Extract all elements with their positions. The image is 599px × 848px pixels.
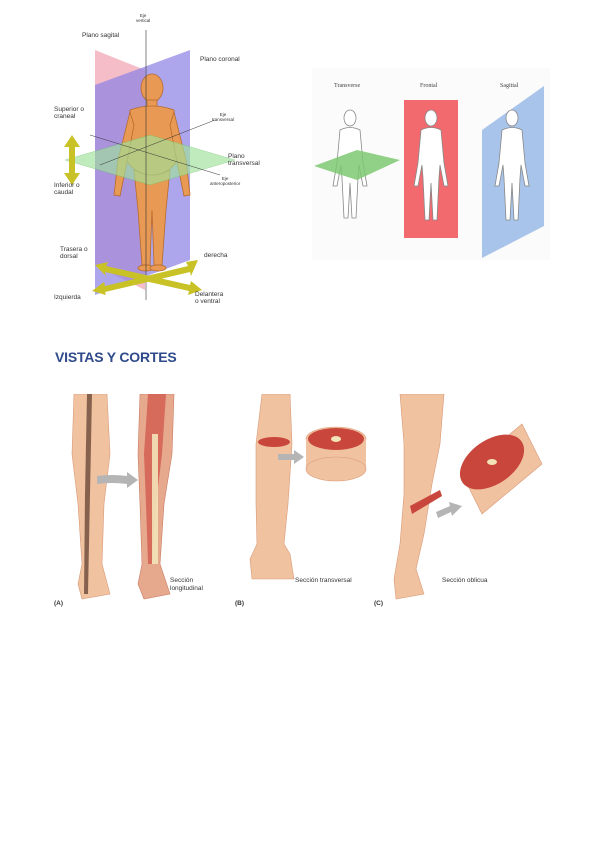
label-delantera-ventral: Delantera o ventral bbox=[195, 291, 224, 306]
label-izquierda: Izquierda bbox=[54, 294, 81, 301]
planes-outline-illustration bbox=[312, 68, 550, 260]
arrow-b-icon bbox=[278, 450, 304, 464]
title-frontal: Frontal bbox=[420, 83, 438, 89]
section-heading: VISTAS Y CORTES bbox=[55, 349, 177, 365]
panel-c-leg bbox=[393, 393, 543, 600]
panel-b-arm bbox=[249, 393, 367, 580]
label-trasera-dorsal: Trasera o dorsal bbox=[60, 246, 88, 261]
direction-cross-arrows-icon bbox=[92, 260, 202, 295]
arm-cut-ring bbox=[258, 437, 290, 447]
transverse-axis bbox=[99, 119, 216, 166]
label-eje-transversal: Eje transversal bbox=[212, 112, 235, 123]
label-plano-transversal: Plano transversal bbox=[228, 153, 260, 168]
longitudinal-cut-line bbox=[84, 394, 92, 594]
label-plano-coronal: Plano coronal bbox=[200, 56, 240, 63]
label-derecha: derecha bbox=[204, 252, 228, 259]
panel-b-letter: (B) bbox=[235, 600, 245, 607]
panel-a-caption: Sección longitudinal bbox=[170, 577, 203, 592]
transverse-plane bbox=[64, 134, 236, 186]
superior-inferior-arrow-icon bbox=[64, 135, 80, 185]
panel-c-letter: (C) bbox=[374, 600, 384, 607]
limb-sections-figure: (A) Sección longitudinal (B) Sección tra… bbox=[52, 393, 547, 612]
transverse-plane-green bbox=[314, 150, 400, 180]
body-outlines bbox=[332, 109, 530, 221]
limb-sections-illustration bbox=[71, 393, 543, 600]
panel-b-caption: Sección transversal bbox=[295, 577, 352, 584]
planes-outline-figure: Transverse Frontal Sagittal bbox=[312, 68, 550, 260]
label-inferior-caudal: Inferior o caudal bbox=[54, 182, 80, 197]
panel-a-letter: (A) bbox=[54, 600, 64, 607]
oblique-cut-band bbox=[410, 490, 442, 514]
panel-c-caption: Sección oblicua bbox=[442, 577, 488, 584]
label-superior-craneal: Superior o craneal bbox=[54, 106, 84, 121]
label-plano-sagital: Plano sagital bbox=[82, 32, 120, 39]
arrow-c-icon bbox=[436, 502, 462, 518]
arrow-a-icon bbox=[97, 472, 138, 488]
anteroposterior-axis bbox=[89, 134, 221, 176]
panel-a-legs bbox=[71, 393, 175, 600]
label-eje-vertical: Eje vertical bbox=[136, 13, 151, 24]
frontal-person bbox=[413, 109, 449, 221]
anatomical-planes-figure: Plano sagital Eje vertical Plano coronal… bbox=[50, 10, 280, 310]
title-transverse: Transverse bbox=[334, 83, 361, 89]
sagittal-person bbox=[494, 109, 530, 221]
title-sagittal: Sagittal bbox=[500, 83, 519, 89]
anatomical-planes-illustration bbox=[64, 30, 236, 300]
label-eje-anteroposterior: Eje anteroposterior bbox=[210, 176, 241, 187]
